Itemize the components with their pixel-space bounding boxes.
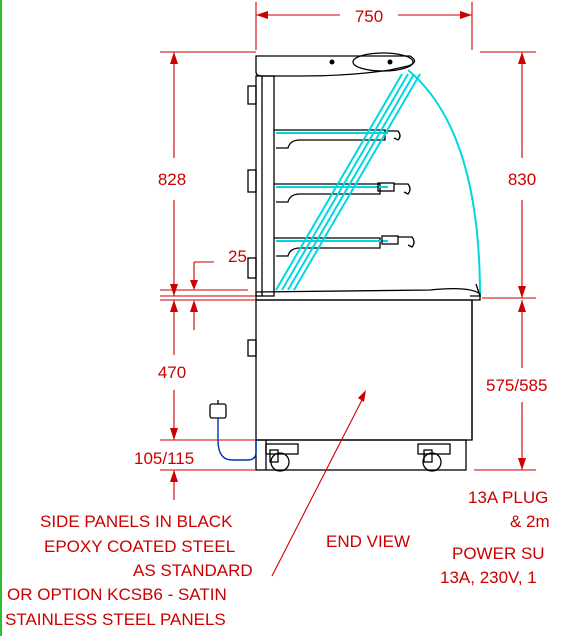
dim-height-left: 828 [158, 51, 256, 297]
dim-width: 750 [255, 2, 473, 50]
dim-height-left-label: 828 [158, 170, 186, 189]
deck [255, 288, 481, 301]
dim-height-right-label: 830 [508, 170, 536, 189]
rear-bracket-1 [247, 85, 257, 105]
dim-width-label: 750 [355, 7, 383, 26]
rear-bracket-2 [247, 169, 257, 193]
note-line-4: OR OPTION KCSB6 - SATIN [7, 585, 227, 604]
dim-gap: 25 [160, 247, 248, 330]
power-note-line-2: 13A, 230V, 1 [440, 568, 537, 587]
note-line-3: AS STANDARD [133, 561, 253, 580]
dim-base-right: 575/585 [474, 300, 547, 471]
dim-base-left-label: 470 [158, 363, 186, 382]
side-panel-note: SIDE PANELS IN BLACK EPOXY COATED STEEL … [5, 512, 253, 629]
power-plug [209, 400, 257, 461]
side-glass [275, 73, 421, 291]
canopy [255, 55, 416, 77]
dim-base-right-label: 575/585 [486, 376, 547, 395]
castor-left [265, 443, 299, 472]
shelf-2 [274, 182, 411, 203]
canopy-dot-left [329, 59, 335, 65]
shelf-3 [274, 235, 415, 257]
castor-right [417, 443, 451, 472]
dim-base-left: 470 [158, 299, 256, 441]
leader-line [271, 395, 365, 577]
note-line-1: SIDE PANELS IN BLACK [40, 512, 233, 531]
front-glass [407, 69, 481, 297]
shelf-1 [274, 129, 401, 149]
dim-gap-label: 25 [228, 247, 247, 266]
rear-bracket-3 [247, 257, 257, 279]
view-label: END VIEW [326, 532, 410, 551]
dim-height-right: 830 [480, 51, 536, 299]
base-bracket [247, 339, 257, 357]
power-cable [217, 418, 257, 461]
canopy-dot-right [387, 59, 393, 65]
rear-column [255, 75, 275, 297]
plug-note: 13A PLUG & 2m POWER SU 13A, 230V, 1 [440, 488, 550, 587]
note-line-5: STAINLESS STEEL PANELS [5, 610, 226, 629]
cabinet [209, 52, 481, 472]
dim-foot: 105/115 [134, 449, 256, 500]
plug-note-line-2: & 2m [510, 512, 550, 531]
dim-foot-label: 105/115 [134, 449, 194, 468]
plug-note-line-1: 13A PLUG [468, 488, 548, 507]
note-line-2: EPOXY COATED STEEL [44, 537, 235, 556]
canopy-light [352, 52, 414, 72]
base-cabinet [255, 299, 473, 441]
power-note-line-1: POWER SU [452, 544, 545, 563]
